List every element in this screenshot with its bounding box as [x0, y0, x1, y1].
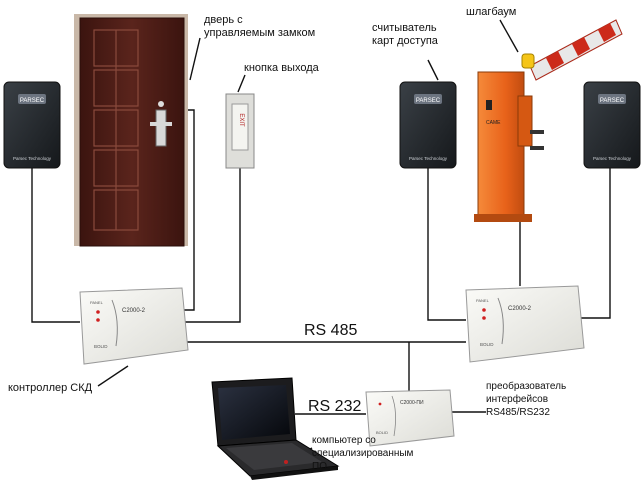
label-barrier: шлагбаум	[466, 6, 517, 18]
exit-text: EXIT	[238, 113, 244, 127]
card-reader-left: PARSEC Parsec Technology	[3, 81, 61, 169]
reader-brand-center: Parsec Technology	[409, 156, 448, 161]
label-rs232: RS 232	[308, 398, 362, 415]
label-converter: преобразователь интерфейсов RS485/RS232	[486, 381, 567, 418]
barrier-brand: CAME	[486, 120, 501, 126]
label-door: дверь с управляемым замком	[204, 14, 316, 39]
label-computer: компьютер со специализированным ПО	[312, 435, 414, 472]
controller-left: С2000-2 PANEL BOLID	[79, 287, 189, 365]
door	[74, 14, 188, 247]
controller-right-model: С2000-2	[508, 306, 532, 312]
interface-converter: С2000-ПИ BOLID	[365, 389, 455, 447]
reader-brand-right: Parsec Technology	[593, 156, 632, 161]
controller-left-model: С2000-2	[122, 308, 146, 314]
converter-model: С2000-ПИ	[400, 400, 424, 406]
laptop	[211, 377, 340, 480]
card-reader-right: PARSEC Parsec Technology	[583, 81, 641, 169]
label-exit-button: кнопка выхода	[244, 62, 319, 74]
controller-left-small: PANEL	[90, 300, 104, 305]
reader-logo-left: PARSEC	[20, 98, 45, 104]
reader-logo-right: PARSEC	[600, 98, 625, 104]
controller-right-small: PANEL	[476, 298, 490, 303]
converter-brand: BOLID	[376, 430, 388, 435]
label-rs485: RS 485	[304, 322, 358, 339]
reader-logo-center: PARSEC	[416, 98, 441, 104]
controller-right-brand: BOLID	[480, 342, 494, 347]
card-reader-center: PARSEC Parsec Technology	[399, 81, 457, 169]
label-controller: контроллер СКД	[8, 382, 93, 394]
exit-button-device: EXIT	[225, 93, 255, 169]
barrier-device: CAME	[474, 19, 623, 222]
controller-left-brand: BOLID	[94, 344, 108, 349]
reader-brand-left: Parsec Technology	[13, 156, 52, 161]
label-card-reader: считыватель карт доступа	[372, 22, 438, 47]
wiring	[31, 19, 611, 463]
controller-right: С2000-2 PANEL BOLID	[465, 285, 585, 363]
